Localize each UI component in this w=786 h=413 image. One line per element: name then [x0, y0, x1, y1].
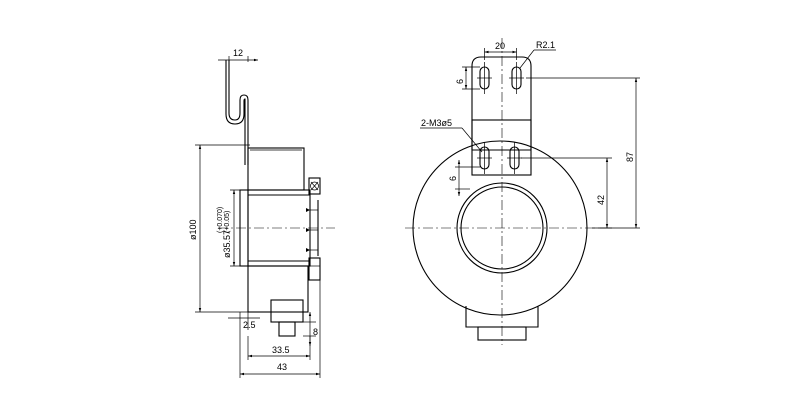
cover-housing: [247, 147, 305, 191]
dim-connector: 8: [313, 327, 318, 337]
dim-slot-radius: R2.1: [536, 40, 555, 50]
spring-bracket: [228, 60, 249, 165]
front-view: 20 R2.1 6 2-M3ø5 6 42 87: [405, 38, 640, 345]
dim-top-width: 12: [233, 48, 243, 58]
dim-outer-diameter: ø100: [188, 219, 198, 240]
dim-bore-tol-upper: (+0.070): [217, 207, 224, 233]
dim-step: 2.5: [243, 320, 256, 330]
dim-slot-length-bottom: 6: [448, 176, 458, 181]
dim-total-length: 43: [277, 362, 287, 372]
clamp-screw-bottom: [308, 257, 321, 281]
dim-bore: ø35.57: [222, 230, 232, 258]
dim-screw-holes: 2-M3ø5: [421, 118, 452, 128]
clamp-screw-top: [308, 177, 321, 195]
cable-connector: [270, 299, 304, 323]
dim-total-height: 87: [625, 152, 635, 162]
dim-slot-length-top: 6: [455, 79, 465, 84]
dim-slot-spacing: 20: [495, 41, 505, 51]
mount-bracket: [471, 56, 532, 150]
dim-bore-tol-lower: (+0.05): [224, 211, 231, 233]
dim-body-length: 33.5: [272, 345, 290, 355]
side-view: 12 ø100: [188, 48, 335, 378]
dim-center-height: 42: [596, 195, 606, 205]
